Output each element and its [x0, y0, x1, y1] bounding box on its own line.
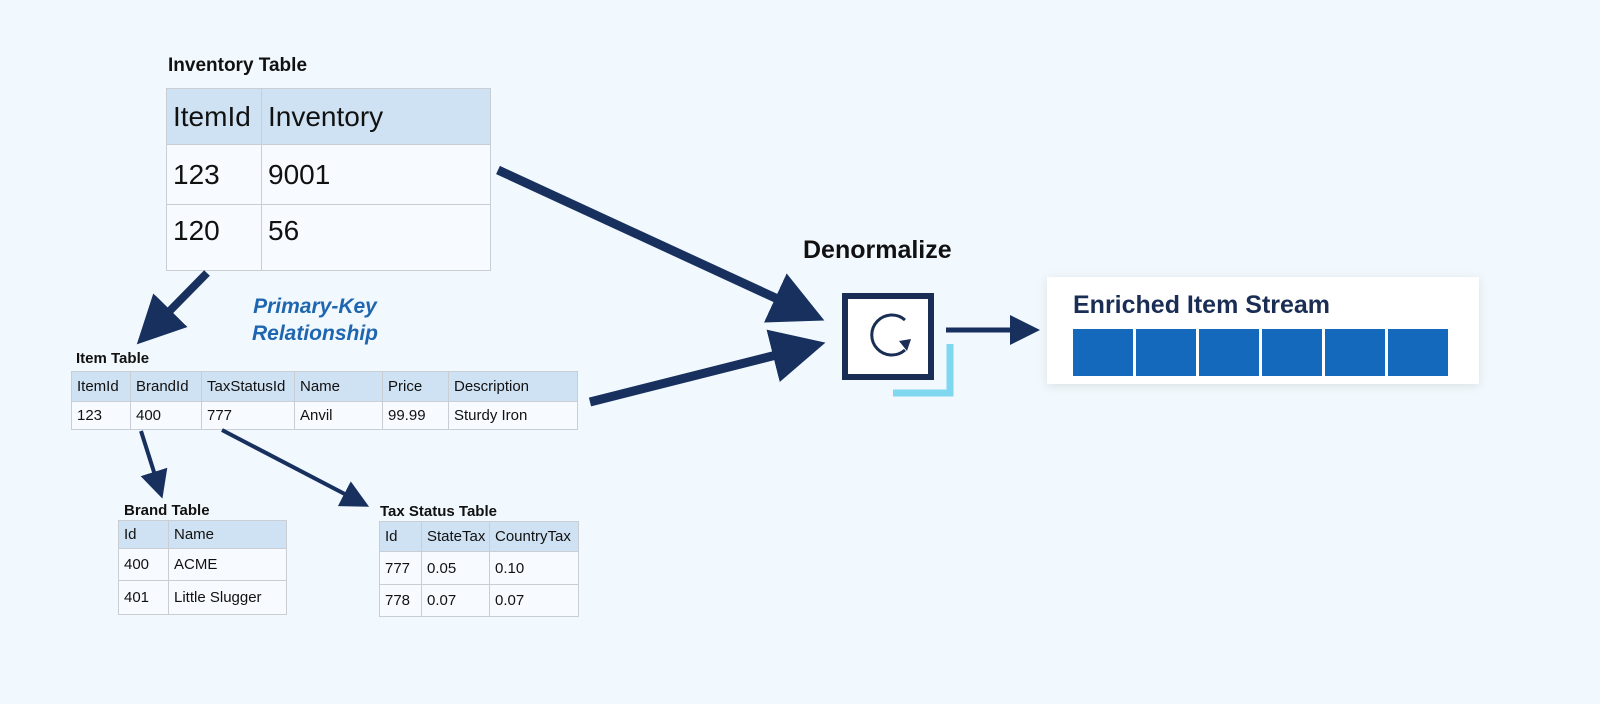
- label-line: Primary-Key: [253, 295, 377, 318]
- stream-segment: [1262, 329, 1322, 376]
- arrow-inventory-to-denormalize: [496, 165, 825, 323]
- table-cell: 120: [166, 204, 262, 271]
- table-cell: 778: [379, 584, 422, 617]
- table-header-row: Id Name: [118, 520, 287, 549]
- table-header-row: ItemId BrandId TaxStatusId Name Price De…: [71, 371, 578, 402]
- header-cell: Id: [118, 520, 169, 549]
- table-row: 778 0.07 0.07: [379, 584, 579, 617]
- table-cell: 123: [71, 401, 131, 430]
- label-line: Relationship: [251, 322, 378, 345]
- tax-status-table-title: Tax Status Table: [380, 503, 497, 520]
- inventory-table: ItemId Inventory 123 9001 120 56: [166, 88, 491, 271]
- arrow-item-to-brand: [139, 430, 168, 499]
- header-cell: Name: [294, 371, 383, 402]
- item-table-title: Item Table: [76, 350, 150, 367]
- table-row: 123 400 777 Anvil 99.99 Sturdy Iron: [71, 401, 578, 430]
- stream-title: Enriched Item Stream: [1073, 291, 1331, 319]
- table-cell: 0.10: [489, 551, 579, 585]
- stream-segment: [1073, 329, 1133, 376]
- arrow-item-to-tax-status: [221, 428, 370, 507]
- item-table: ItemId BrandId TaxStatusId Name Price De…: [71, 371, 578, 430]
- table-row: 401 Little Slugger: [118, 580, 287, 615]
- table-row: 123 9001: [166, 144, 491, 205]
- table-cell: Sturdy Iron: [448, 401, 578, 430]
- table-cell: 0.07: [421, 584, 490, 617]
- stream-segment: [1325, 329, 1385, 376]
- table-row: 777 0.05 0.10: [379, 551, 579, 585]
- tax-status-table: Id StateTax CountryTax 777 0.05 0.10 778…: [379, 521, 579, 617]
- stream-segment: [1136, 329, 1196, 376]
- table-cell: 0.05: [421, 551, 490, 585]
- stream-segments: [1073, 329, 1448, 376]
- header-cell: Name: [168, 520, 287, 549]
- header-cell: TaxStatusId: [201, 371, 295, 402]
- table-cell: Little Slugger: [168, 580, 287, 615]
- header-cell: Description: [448, 371, 578, 402]
- table-cell: Anvil: [294, 401, 383, 430]
- refresh-processor-icon: [842, 293, 954, 397]
- denormalize-label: Denormalize: [803, 236, 952, 264]
- header-cell: ItemId: [71, 371, 131, 402]
- table-header-row: Id StateTax CountryTax: [379, 521, 579, 552]
- table-cell: 400: [118, 548, 169, 581]
- inventory-table-title: Inventory Table: [168, 55, 308, 76]
- primary-key-relationship-label: Primary-Key Relationship: [235, 293, 395, 347]
- table-cell: 777: [379, 551, 422, 585]
- header-cell: Price: [382, 371, 449, 402]
- stream-segment: [1388, 329, 1448, 376]
- header-cell: BrandId: [130, 371, 202, 402]
- header-cell: ItemId: [166, 88, 262, 145]
- arrow-item-to-denormalize: [588, 329, 826, 407]
- table-header-row: ItemId Inventory: [166, 88, 491, 145]
- table-cell: 0.07: [489, 584, 579, 617]
- brand-table-title: Brand Table: [124, 502, 210, 519]
- enriched-item-stream-card: Enriched Item Stream: [1047, 277, 1479, 384]
- arrow-inventory-to-item: [136, 270, 210, 345]
- header-cell: Id: [379, 521, 422, 552]
- stream-segment: [1199, 329, 1259, 376]
- table-cell: 401: [118, 580, 169, 615]
- table-cell: 56: [261, 204, 491, 271]
- brand-table: Id Name 400 ACME 401 Little Slugger: [118, 520, 287, 615]
- table-row: 120 56: [166, 204, 491, 271]
- header-cell: Inventory: [261, 88, 491, 145]
- table-cell: 99.99: [382, 401, 449, 430]
